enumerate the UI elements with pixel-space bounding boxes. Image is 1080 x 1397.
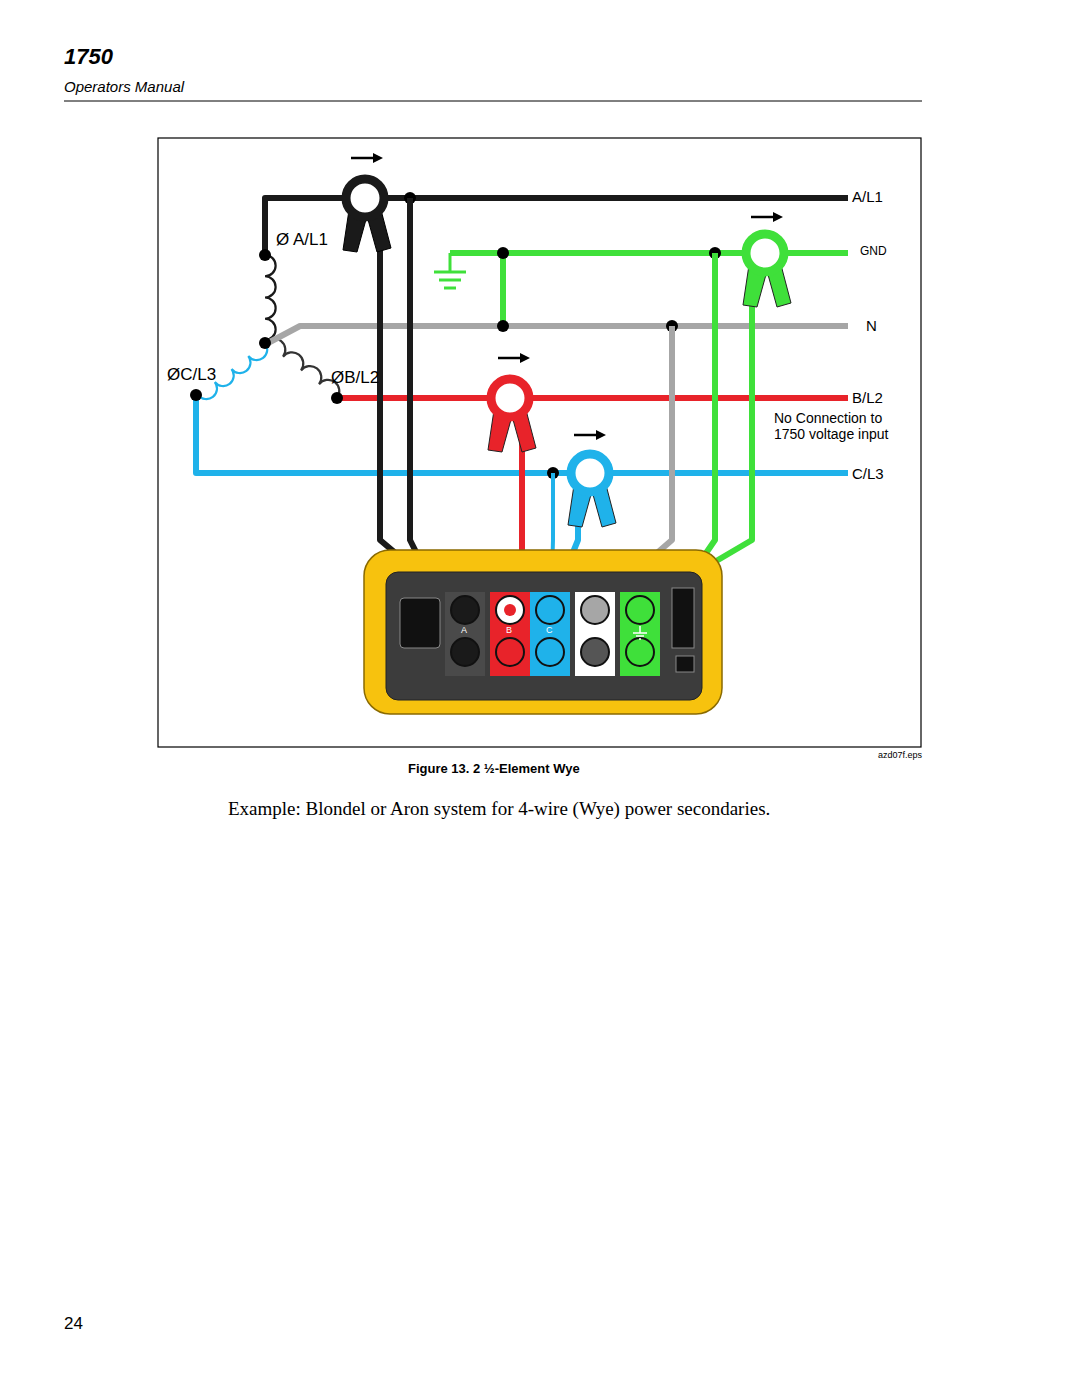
current-clamp — [346, 179, 384, 217]
current-clamp — [746, 234, 784, 272]
input-jack — [451, 638, 479, 666]
ground-symbol — [449, 253, 452, 272]
line-label: B/L2 — [852, 389, 883, 406]
header-rule — [64, 101, 922, 102]
input-jack — [536, 596, 564, 624]
line-label: GND — [860, 245, 887, 259]
input-jack — [496, 638, 524, 666]
current-clamp — [571, 454, 609, 492]
source-winding — [265, 339, 339, 398]
line-label: Ø A/L1 — [276, 230, 328, 250]
wire — [380, 215, 456, 604]
line-label: N — [866, 317, 877, 334]
input-jack — [626, 596, 654, 624]
line-label: ØC/L3 — [167, 365, 216, 385]
arrow-head — [596, 430, 606, 440]
line-label: azd07f.eps — [878, 750, 922, 760]
page-number: 24 — [64, 1314, 83, 1334]
line-label: A/L1 — [852, 188, 883, 205]
input-jack — [496, 596, 524, 624]
input-jack — [581, 596, 609, 624]
arrow-head — [520, 353, 530, 363]
line-label: C/L3 — [852, 465, 884, 482]
ground-symbol — [444, 287, 456, 290]
jack-label: C — [546, 625, 553, 635]
line-label: No Connection to 1750 voltage input — [774, 410, 914, 442]
input-jack — [536, 638, 564, 666]
logger-device — [364, 550, 722, 714]
junction-dot — [331, 392, 343, 404]
jack-label: B — [506, 625, 512, 635]
input-jack — [626, 638, 654, 666]
input-jack — [581, 638, 609, 666]
running-header: 1750 — [64, 44, 113, 69]
junction-dot — [497, 247, 509, 259]
figure-frame — [158, 138, 921, 747]
jack-label: A — [461, 625, 467, 635]
body-text: Example: Blondel or Aron system for 4-wi… — [228, 798, 770, 820]
figure-caption: Figure 13. 2 ½-Element Wye — [408, 762, 580, 777]
line-label: ØB/L2 — [331, 368, 379, 388]
wire — [337, 395, 848, 401]
running-header: Operators Manual — [64, 78, 184, 95]
junction-dot — [259, 249, 271, 261]
ground-symbol — [439, 279, 461, 282]
input-jack — [451, 596, 479, 624]
wire — [500, 253, 506, 326]
source-winding — [265, 255, 276, 340]
current-clamp — [491, 379, 529, 417]
ground-symbol — [434, 271, 466, 274]
junction-dot — [190, 389, 202, 401]
wire — [268, 326, 848, 343]
junction-dot — [497, 320, 509, 332]
jack-label: N — [591, 625, 598, 635]
junction-dot — [259, 337, 271, 349]
arrow-head — [773, 212, 783, 222]
arrow-head — [373, 153, 383, 163]
